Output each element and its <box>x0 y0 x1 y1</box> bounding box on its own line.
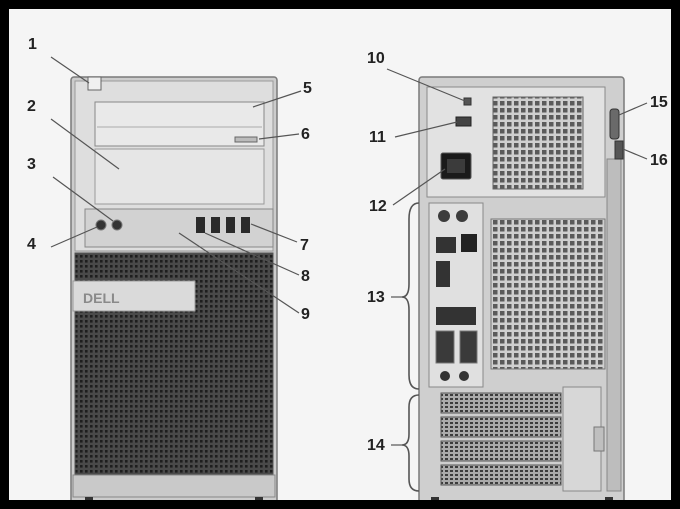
callout-10: 10 <box>367 51 385 67</box>
front-foot-left <box>85 497 93 504</box>
expansion-slot-1 <box>441 393 561 413</box>
callout-3: 3 <box>27 157 36 173</box>
back-right-rail <box>607 159 621 491</box>
back-foot-left <box>431 497 439 504</box>
leader-line-16 <box>623 149 647 159</box>
callout-13-brace <box>402 203 419 389</box>
microphone-connector <box>112 220 122 230</box>
security-cable-slot <box>615 141 623 159</box>
callout-9: 9 <box>301 307 310 323</box>
back-foot-right <box>605 497 613 504</box>
ps2-keyboard-connector <box>438 210 450 222</box>
callout-14: 14 <box>367 438 385 454</box>
power-supply-diagnostic-light <box>464 98 471 105</box>
rear-usb-ports-middle <box>436 261 450 287</box>
front-usb-port-1 <box>196 217 205 233</box>
expansion-slot-4 <box>441 465 561 485</box>
front-usb-port-4 <box>241 217 250 233</box>
dell-logo: DELL <box>83 290 120 306</box>
audio-line-out-connector <box>459 371 469 381</box>
callout-6: 6 <box>301 127 310 143</box>
headphone-connector <box>96 220 106 230</box>
leader-line-1 <box>51 57 89 83</box>
front-base <box>73 475 275 497</box>
expansion-slot-3 <box>441 441 561 461</box>
callout-13: 13 <box>367 290 385 306</box>
back-view <box>419 77 624 504</box>
optical-drive-eject-button <box>235 137 257 142</box>
callout-1: 1 <box>28 37 37 53</box>
callout-11: 11 <box>369 130 386 146</box>
callout-7: 7 <box>300 238 309 254</box>
rear-usb-ports-lower <box>436 307 476 325</box>
callout-12: 12 <box>369 199 387 215</box>
front-foot-right <box>255 497 263 504</box>
ps2-mouse-connector <box>456 210 468 222</box>
callout-4: 4 <box>27 237 36 253</box>
callout-15: 15 <box>650 95 668 111</box>
callout-5: 5 <box>303 81 312 97</box>
front-usb-port-3 <box>226 217 235 233</box>
power-cable-connector-slot <box>447 159 465 173</box>
rear-usb-ports-top <box>436 237 456 253</box>
front-usb-port-2 <box>211 217 220 233</box>
power-supply-diagnostic-button <box>456 117 471 126</box>
network-connector <box>461 234 477 252</box>
expansion-slot-2 <box>441 417 561 437</box>
padlock-ring <box>610 109 619 139</box>
computer-diagram: DELL <box>9 9 680 509</box>
power-button <box>88 77 101 90</box>
audio-line-in-connector <box>440 371 450 381</box>
callout-2: 2 <box>27 99 36 115</box>
serial-connector <box>460 331 477 363</box>
expansion-latch-tab <box>594 427 604 451</box>
rear-ventilation-grill <box>491 219 605 369</box>
power-supply-fan-grill <box>493 97 583 189</box>
callout-8: 8 <box>301 269 310 285</box>
callout-14-brace <box>402 395 419 491</box>
vga-connector <box>436 331 454 363</box>
second-drive-bay <box>95 149 264 204</box>
callout-16: 16 <box>650 153 668 169</box>
